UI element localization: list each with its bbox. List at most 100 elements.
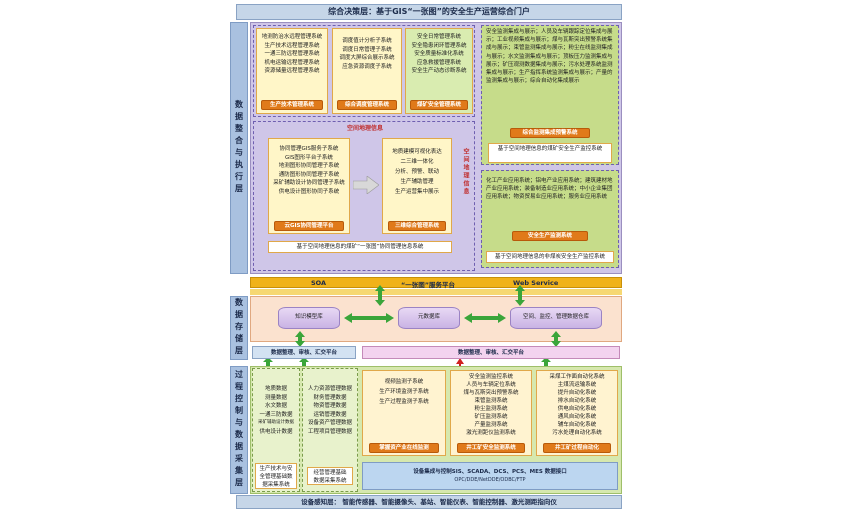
list-item: 人力资源管理数据 [307, 386, 352, 392]
proc-c1: 视频监测子系统 生产环境监测子系统 生产过程监测子系统 掌握资产业在线监测 [362, 370, 446, 456]
list-item: 工程项目管理数据 [307, 428, 352, 435]
list-item: 安全隐患闭环管理系统 [411, 42, 467, 49]
list-item: 安全生产动态诊断系统 [411, 68, 467, 75]
3d-list: 地质建模可视化表达 二三维一体化 分析、预警、联动 生产辅助管理 生产运营集中展… [383, 139, 451, 197]
block-non-coal: 化工产业应用系统；铝电产业应用系统；建筑建材地产业应用系统；装备制造业应用系统；… [481, 170, 619, 268]
list-item: 设备资产管理数据 [307, 420, 352, 427]
list-item: 采煤工作面自动化系统 [549, 374, 605, 380]
list-item: 调度大屏综合展示系统 [339, 55, 395, 62]
list-item: 生产技术远程管理系统 [264, 42, 320, 49]
double-arrow-icon [464, 313, 506, 323]
gis-platform-button[interactable]: 云GIS协同管理平台 [274, 221, 344, 231]
list-item: 束管监测系统 [474, 398, 508, 404]
list-item: 协同管理GIS服务子系统 [279, 146, 339, 152]
3d-system-button[interactable]: 三维综合管理系统 [388, 221, 446, 231]
proc-left1-list: 地质数据 测量数据 水文数据 一通三防数据 采矿辅助设计数据 供电设计数据 [253, 369, 299, 437]
footer-line: 据采集系统 [262, 482, 290, 488]
proc-left1: 地质数据 测量数据 水文数据 一通三防数据 采矿辅助设计数据 供电设计数据 生产… [252, 368, 300, 492]
list-item: 通风自动化系统 [557, 414, 597, 420]
up-arrow-icon [456, 358, 464, 372]
footer-line: 生产技术与安 [259, 466, 293, 472]
layer-label-process: 过程控制与数据采集层 [230, 366, 248, 494]
list-item: 安全质量标准化系统 [414, 51, 464, 58]
monitoring-button[interactable]: 综合监测集成预警系统 [510, 128, 590, 138]
proc-left2-footer: 经营管理基础 数据采集系统 [307, 467, 353, 485]
list-item: 安全日常管理系统 [416, 34, 461, 40]
non-coal-text: 化工产业应用系统；铝电产业应用系统；建筑建材地产业应用系统；装备制造业应用系统；… [486, 178, 613, 201]
list-item: 财务管理数据 [313, 394, 347, 401]
soa-left: SOA [311, 279, 327, 287]
layer-label-storage: 数据存储层 [230, 296, 248, 360]
proc-c2-list: 安全监测监控系统 人员与车辆定位系统 煤与瓦斯突出预警系统 束管监测系统 粉尘监… [451, 371, 531, 437]
soa-center: “一张图”服务平台 [401, 281, 456, 289]
block-safety: 安全日常管理系统 安全隐患闭环管理系统 安全质量标准化系统 应急救援管理系统 安… [405, 28, 473, 114]
double-arrow-icon [344, 313, 394, 323]
spatial-footer: 基于空间地理信息的煤矿“一张图”协同管理信息系统 [268, 241, 452, 253]
production-tech-button[interactable]: 生产技术管理系统 [261, 100, 323, 110]
proc-c2: 安全监测监控系统 人员与车辆定位系统 煤与瓦斯突出预警系统 束管监测系统 粉尘监… [450, 370, 532, 456]
list-item: 粉尘监测系统 [474, 406, 508, 412]
list-item: 地质建模可视化表达 [392, 149, 442, 155]
spatial-side-title: 空间地理信息 [462, 148, 469, 196]
safety-button[interactable]: 煤矿安全管理系统 [410, 100, 468, 110]
list-item: 物资管理数据 [313, 403, 347, 410]
block2-list: 调度值计分析子系统 调度日常管理子系统 调度大屏综合展示系统 应急资源调度子系统 [333, 29, 401, 71]
list-item: 辅车自动化系统 [557, 422, 597, 428]
non-coal-footer: 基于空间地理信息的非煤炭安全生产监控系统 [486, 251, 614, 263]
list-item: 采矿辅助设计协同管理子系统 [273, 180, 345, 187]
db-knowledge: 知识模型库 [278, 307, 340, 329]
double-arrow-icon [375, 285, 385, 306]
proc-c3-button[interactable]: 井工矿过程自动化 [543, 443, 611, 453]
db-warehouse: 空间、监控、管理数据仓库 [510, 307, 602, 329]
list-item: 煤与瓦斯突出预警系统 [463, 390, 519, 396]
list-item: GIS图形平台子系统 [285, 154, 333, 161]
block-monitoring-integration: 安全监测集成与展示；人员及车辆跟踪定位集成与展示；工业视频集成与展示；煤与瓦斯突… [481, 25, 619, 165]
list-item: 测量数据 [264, 394, 287, 401]
non-coal-button[interactable]: 安全生产监测系统 [512, 231, 588, 241]
layer-label-decision: 数据整合与执行层 [230, 22, 248, 274]
list-item: 应急救援管理系统 [416, 59, 461, 66]
proc-c3: 采煤工作面自动化系统 主煤流运输系统 提升自动化系统 排水自动化系统 供电自动化… [536, 370, 618, 456]
block-dispatch: 调度值计分析子系统 调度日常管理子系统 调度大屏综合展示系统 应急资源调度子系统… [332, 28, 402, 114]
list-item: 应急资源调度子系统 [342, 63, 392, 70]
data-bar-left: 数据整理、审核、汇交平台 [252, 346, 356, 359]
dispatch-button[interactable]: 综合调度管理系统 [337, 100, 397, 110]
interface-line2: OPC/DDE/NetDDE/ODBC/FTP [454, 477, 526, 483]
interface-line1: 设备集成与控制SIS、SCADA、DCS、PCS、MES 数据接口 [413, 469, 567, 475]
gis-list: 协同管理GIS服务子系统 GIS图形平台子系统 地测图形协同管理子系统 通防图形… [269, 139, 349, 197]
list-item: 调度值计分析子系统 [342, 38, 392, 44]
soa-underline [250, 289, 622, 295]
list-item: 生产运营集中展示 [394, 189, 439, 195]
list-item: 安全监测监控系统 [468, 374, 513, 380]
list-item: 分析、预警、联动 [394, 169, 439, 175]
data-bar-right: 数据整理、审核、汇交平台 [362, 346, 620, 359]
list-item: 调度日常管理子系统 [342, 46, 392, 53]
list-item: 污水处理自动化系统 [552, 430, 602, 436]
list-item: 供电设计图形协同子系统 [278, 188, 340, 195]
list-item: 采矿辅助设计数据 [258, 420, 294, 426]
list-item: 生产辅助管理 [400, 179, 434, 185]
db-metadata: 元数据库 [398, 307, 460, 329]
double-arrow-icon [295, 331, 305, 347]
proc-c2-button[interactable]: 井工矿安全监测系统 [457, 443, 525, 453]
list-item: 供电自动化系统 [557, 406, 597, 412]
monitoring-text: 安全监测集成与展示；人员及车辆跟踪定位集成与展示；工业视频集成与展示；煤与瓦斯突… [486, 29, 613, 85]
soa-right: Web Service [513, 279, 559, 287]
proc-left1-footer: 生产技术与安 全管理基础数 据采集系统 [255, 463, 297, 489]
list-item: 生产环境监测子系统 [379, 389, 429, 395]
list-item: 运销管理数据 [313, 411, 347, 418]
list-item: 通防图形协同管理子系统 [278, 171, 340, 178]
list-item: 视频监测子系统 [384, 379, 424, 385]
list-item: 激光测距仪监测系统 [466, 430, 516, 436]
list-item: 机电运输远程管理系统 [264, 59, 320, 66]
top-title-bar: 综合决策层：基于GIS“一张图”的安全生产运营综合门户 [236, 4, 622, 20]
right-arrow-icon [353, 176, 379, 194]
list-item: 供电设计数据 [259, 428, 293, 435]
list-item: 矿压监测系统 [474, 414, 508, 420]
proc-c1-button[interactable]: 掌握资产业在线监测 [369, 443, 439, 453]
spatial-group [253, 121, 475, 271]
proc-left2-list: 人力资源管理数据 财务管理数据 物资管理数据 运销管理数据 设备资产管理数据 工… [303, 369, 357, 437]
list-item: 主煤流运输系统 [557, 382, 597, 388]
bottom-title-bar: 设备感知层： 智能传感器、智能摄像头、基站、智能仪表、智能控制器、激光测距指向仪 [236, 495, 622, 509]
